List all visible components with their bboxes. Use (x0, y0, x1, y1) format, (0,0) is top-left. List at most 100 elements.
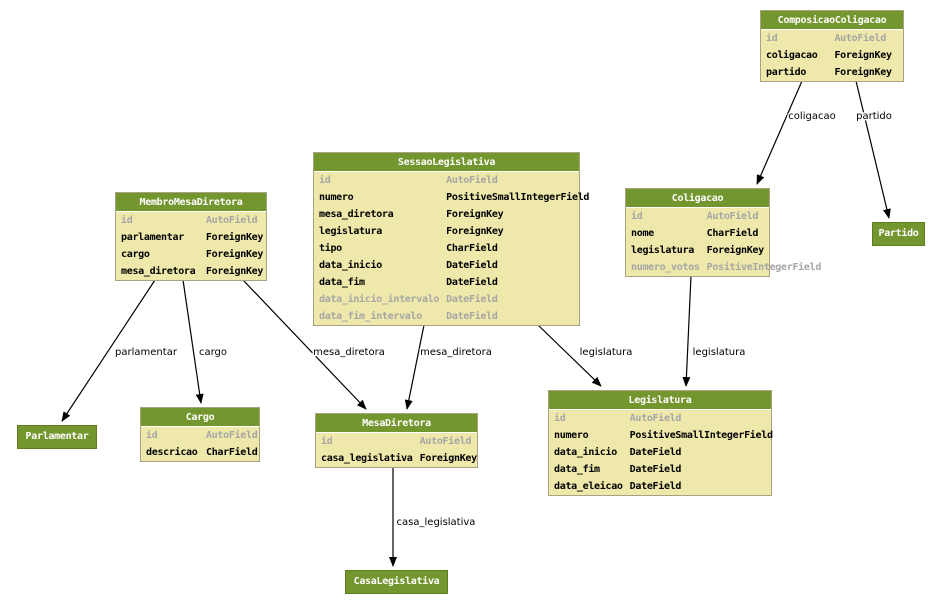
field-row: id AutoField (316, 433, 477, 450)
model-title: ComposicaoColigacao (761, 11, 903, 30)
relation-label: coligacao (788, 111, 835, 122)
relation-arrow-coligacao (756, 80, 803, 185)
relation-label: partido (856, 111, 892, 122)
field-name: descricao (146, 447, 198, 458)
field-table: id AutoField casa_legislativa ForeignKey (316, 433, 477, 467)
field-row: numero PositiveSmallIntegerField (314, 189, 589, 206)
field-type: CharField (706, 228, 759, 239)
field-name: id (121, 215, 133, 226)
model-title: Cargo (141, 408, 259, 427)
field-type: ForeignKey (446, 226, 504, 237)
field-type: ForeignKey (419, 453, 478, 464)
field-name: numero (319, 192, 354, 203)
field-name: parlamentar (121, 232, 184, 243)
field-row: numero PositiveSmallIntegerField (549, 427, 773, 444)
field-row: data_inicio DateField (314, 257, 589, 274)
model-title: MesaDiretora (316, 414, 477, 433)
field-type: ForeignKey (205, 232, 264, 243)
field-type: ForeignKey (834, 67, 892, 78)
relation-label: parlamentar (115, 347, 178, 358)
field-row: id AutoField (141, 427, 259, 444)
field-table: id AutoField descricao CharField (141, 427, 259, 461)
field-type: PositiveSmallIntegerField (629, 430, 773, 441)
relation-label: mesa_diretora (313, 347, 385, 358)
field-type: DateField (629, 481, 682, 492)
model-node-legislatura: Legislatura id AutoField numero PositiveSmal… (548, 390, 773, 496)
field-name: id (631, 211, 643, 222)
field-type: DateField (629, 447, 682, 458)
relation-arrow-mesa_diretora (404, 324, 425, 410)
field-row: parlamentar ForeignKey (116, 229, 266, 246)
field-table: id AutoField nome CharField legislatura Forei… (626, 208, 821, 276)
model-node-mesadiretora: MesaDiretora id AutoField casa_legislativa F… (315, 413, 478, 468)
field-type: AutoField (205, 430, 258, 441)
field-row: partido ForeignKey (761, 64, 903, 81)
field-type: AutoField (419, 436, 472, 447)
relation-label: casa_legislativa (397, 517, 476, 528)
field-name: data_eleicao (554, 481, 623, 492)
field-name: id (554, 413, 566, 424)
field-type: AutoField (834, 33, 886, 44)
field-type: CharField (446, 243, 498, 254)
field-name: nome (631, 228, 654, 239)
field-name: data_fim_intervalo (319, 311, 422, 322)
model-title: Partido (873, 223, 924, 245)
field-row: data_fim_intervalo DateField (314, 308, 589, 325)
model-node-casalegislativa: CasaLegislativa (345, 570, 448, 594)
field-name: data_inicio (319, 260, 382, 271)
field-name: legislatura (631, 245, 694, 256)
relation-label: legislatura (693, 347, 746, 358)
field-name: numero_votos (631, 262, 700, 273)
field-row: id AutoField (626, 208, 821, 225)
field-type: PositiveSmallIntegerField (446, 192, 590, 203)
model-title: Legislatura (549, 391, 771, 410)
field-name: id (319, 175, 331, 186)
relation-label: mesa_diretora (420, 347, 492, 358)
field-name: data_inicio_intervalo (319, 294, 440, 305)
field-row: id AutoField (761, 30, 903, 47)
field-name: id (766, 33, 778, 44)
field-name: numero (554, 430, 589, 441)
field-name: casa_legislativa (321, 453, 413, 464)
relation-arrow-partido (855, 80, 891, 219)
field-row: descricao CharField (141, 444, 259, 461)
field-type: AutoField (706, 211, 759, 222)
field-type: DateField (446, 294, 498, 305)
field-type: AutoField (629, 413, 682, 424)
field-type: DateField (446, 260, 498, 271)
relation-label: legislatura (580, 347, 633, 358)
field-type: DateField (446, 311, 498, 322)
field-type: DateField (446, 277, 498, 288)
model-node-coligacao: Coligacao id AutoField nome CharField legisla… (625, 188, 821, 277)
field-type: ForeignKey (706, 245, 765, 256)
relation-arrow-legislatura (682, 275, 692, 387)
field-name: tipo (319, 243, 342, 254)
field-table: id AutoField numero PositiveSmallIntegerFie… (549, 410, 773, 495)
relation-arrow-legislatura (537, 324, 602, 387)
field-type: CharField (205, 447, 258, 458)
model-node-partido: Partido (872, 222, 925, 246)
field-type: PositiveIntegerField (706, 262, 822, 273)
field-name: partido (766, 67, 807, 78)
field-name: data_fim (554, 464, 600, 475)
field-name: mesa_diretora (121, 266, 196, 277)
field-name: id (321, 436, 333, 447)
model-title: Coligacao (626, 189, 769, 208)
field-name: mesa_diretora (319, 209, 394, 220)
field-name: id (146, 430, 158, 441)
field-name: coligacao (766, 50, 818, 61)
